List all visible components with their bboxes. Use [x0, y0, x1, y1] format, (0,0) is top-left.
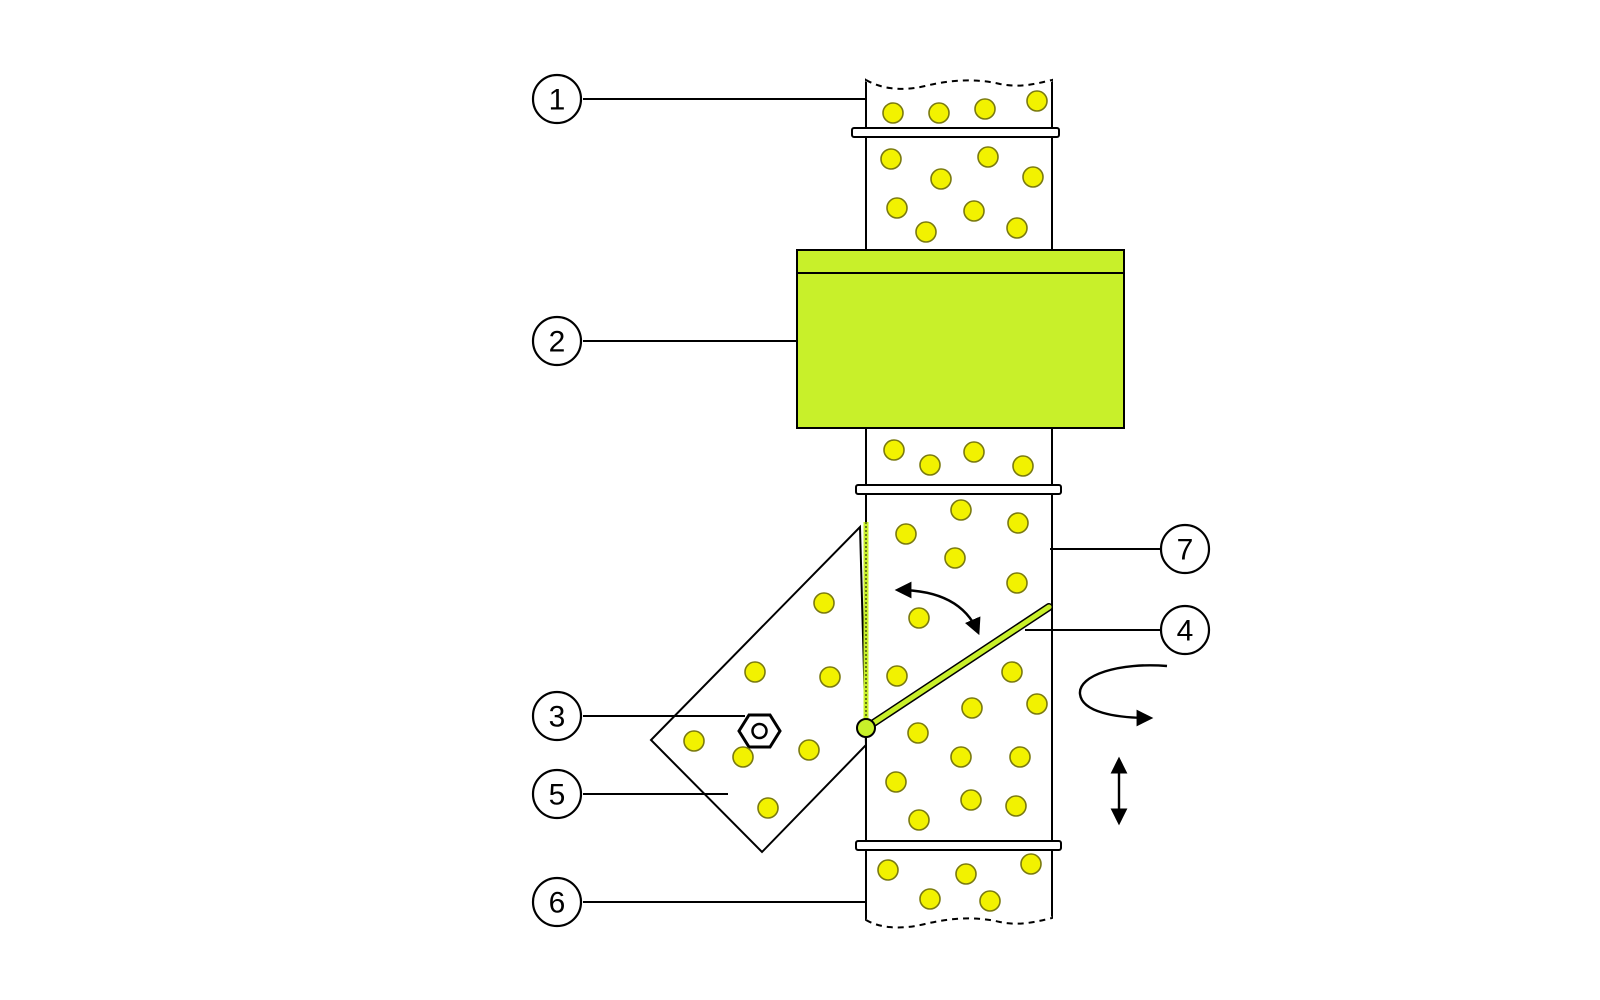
callout-1: 1 — [531, 73, 583, 125]
hex-nut-hole — [751, 722, 768, 740]
particle — [883, 439, 905, 461]
particle — [1020, 853, 1042, 875]
analyzer-box — [796, 249, 1125, 429]
particle — [798, 739, 820, 761]
flap-blade — [863, 604, 1052, 731]
callout-4: 4 — [1159, 604, 1211, 656]
particle — [732, 746, 754, 768]
pivot-dot-icon — [856, 718, 876, 738]
middle-flange — [855, 484, 1062, 495]
particle — [955, 863, 977, 885]
particle — [919, 454, 941, 476]
particle — [950, 499, 972, 521]
particle — [960, 789, 982, 811]
particle — [944, 547, 966, 569]
particle — [813, 592, 835, 614]
particle — [880, 148, 902, 170]
lower-flange — [855, 840, 1062, 851]
particles-group — [683, 90, 1048, 912]
particle — [886, 665, 908, 687]
callout-5-label: 5 — [549, 779, 566, 812]
particle — [915, 221, 937, 243]
particle — [1026, 693, 1048, 715]
particle — [974, 98, 996, 120]
particle — [819, 666, 841, 688]
curved-rotate-arrow-icon — [1078, 664, 1168, 727]
particle — [1001, 661, 1023, 683]
particle — [1005, 795, 1027, 817]
particle — [907, 722, 929, 744]
callout-7: 7 — [1159, 523, 1211, 575]
upper-flange — [851, 127, 1060, 138]
particle — [963, 441, 985, 463]
upper-pipe-break-line — [865, 78, 1053, 91]
particle — [1006, 217, 1028, 239]
particle — [895, 523, 917, 545]
callout-3-label: 3 — [549, 701, 566, 734]
callout-1-label: 1 — [549, 84, 566, 117]
particle — [979, 890, 1001, 912]
particle — [744, 661, 766, 683]
particle — [757, 797, 779, 819]
particle — [930, 168, 952, 190]
particle — [1009, 746, 1031, 768]
particle — [977, 146, 999, 168]
particle — [963, 200, 985, 222]
particle — [961, 697, 983, 719]
particle — [908, 607, 930, 629]
callout-6-label: 6 — [549, 887, 566, 920]
particle — [928, 102, 950, 124]
particle — [886, 197, 908, 219]
callout-2: 2 — [531, 315, 583, 367]
particle — [919, 888, 941, 910]
particle — [1012, 455, 1034, 477]
particle — [882, 102, 904, 124]
curved-double-arrow-icon — [894, 581, 981, 636]
particle — [885, 771, 907, 793]
callout-2-label: 2 — [549, 326, 566, 359]
particle — [950, 746, 972, 768]
callout-6: 6 — [531, 876, 583, 928]
particle — [683, 730, 705, 752]
callout-5: 5 — [531, 768, 583, 820]
particle — [1006, 572, 1028, 594]
particle — [1007, 512, 1029, 534]
bottom-pipe-break-dashed — [865, 917, 1053, 929]
particle — [1022, 166, 1044, 188]
particle — [877, 859, 899, 881]
particle — [908, 809, 930, 831]
particle — [1026, 90, 1048, 112]
callout-4-label: 4 — [1177, 615, 1194, 648]
callout-7-label: 7 — [1177, 534, 1194, 567]
callout-3: 3 — [531, 690, 583, 742]
